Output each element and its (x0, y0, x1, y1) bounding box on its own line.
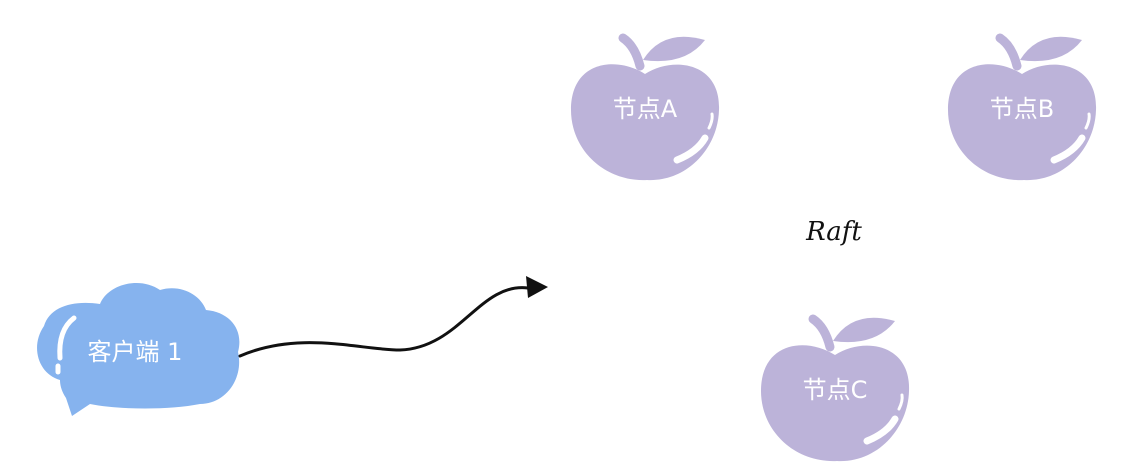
client: 客户端 1 (37, 282, 240, 416)
node-c: 节点C (761, 318, 909, 461)
node-a: 节点A (571, 37, 719, 180)
client-label: 客户端 1 (88, 338, 183, 366)
raft-label: Raft (805, 217, 862, 247)
request-arrow (238, 276, 548, 358)
node-c-label: 节点C (803, 376, 868, 404)
node-b: 节点B (948, 37, 1096, 180)
node-b-label: 节点B (990, 95, 1054, 123)
cloud-bubble-icon (37, 282, 240, 416)
arrowhead-icon (526, 276, 548, 298)
node-a-label: 节点A (613, 95, 678, 123)
